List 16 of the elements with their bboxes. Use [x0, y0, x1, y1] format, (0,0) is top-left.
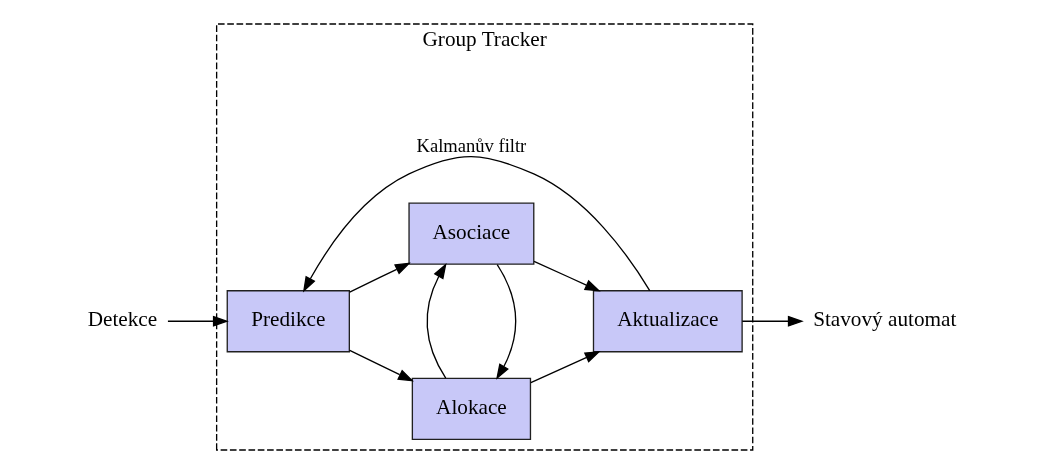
- arrow: [496, 264, 517, 380]
- node-box: Asociace: [408, 202, 535, 265]
- node-text: Stavový automat: [813, 307, 957, 332]
- arrow: [349, 349, 414, 382]
- node-box: Aktualizace: [592, 290, 743, 353]
- arrow: [533, 260, 601, 292]
- node-box: Predikce: [226, 290, 350, 353]
- arrow: [302, 155, 651, 293]
- arrow: [741, 315, 804, 327]
- arrow: [530, 351, 601, 384]
- edge-label: Kalmanův filtr: [416, 134, 527, 156]
- node-text: Detekce: [87, 307, 158, 332]
- arrow: [167, 315, 229, 327]
- arrow: [426, 262, 447, 379]
- arrow: [349, 262, 411, 293]
- node-box: Alokace: [411, 377, 532, 441]
